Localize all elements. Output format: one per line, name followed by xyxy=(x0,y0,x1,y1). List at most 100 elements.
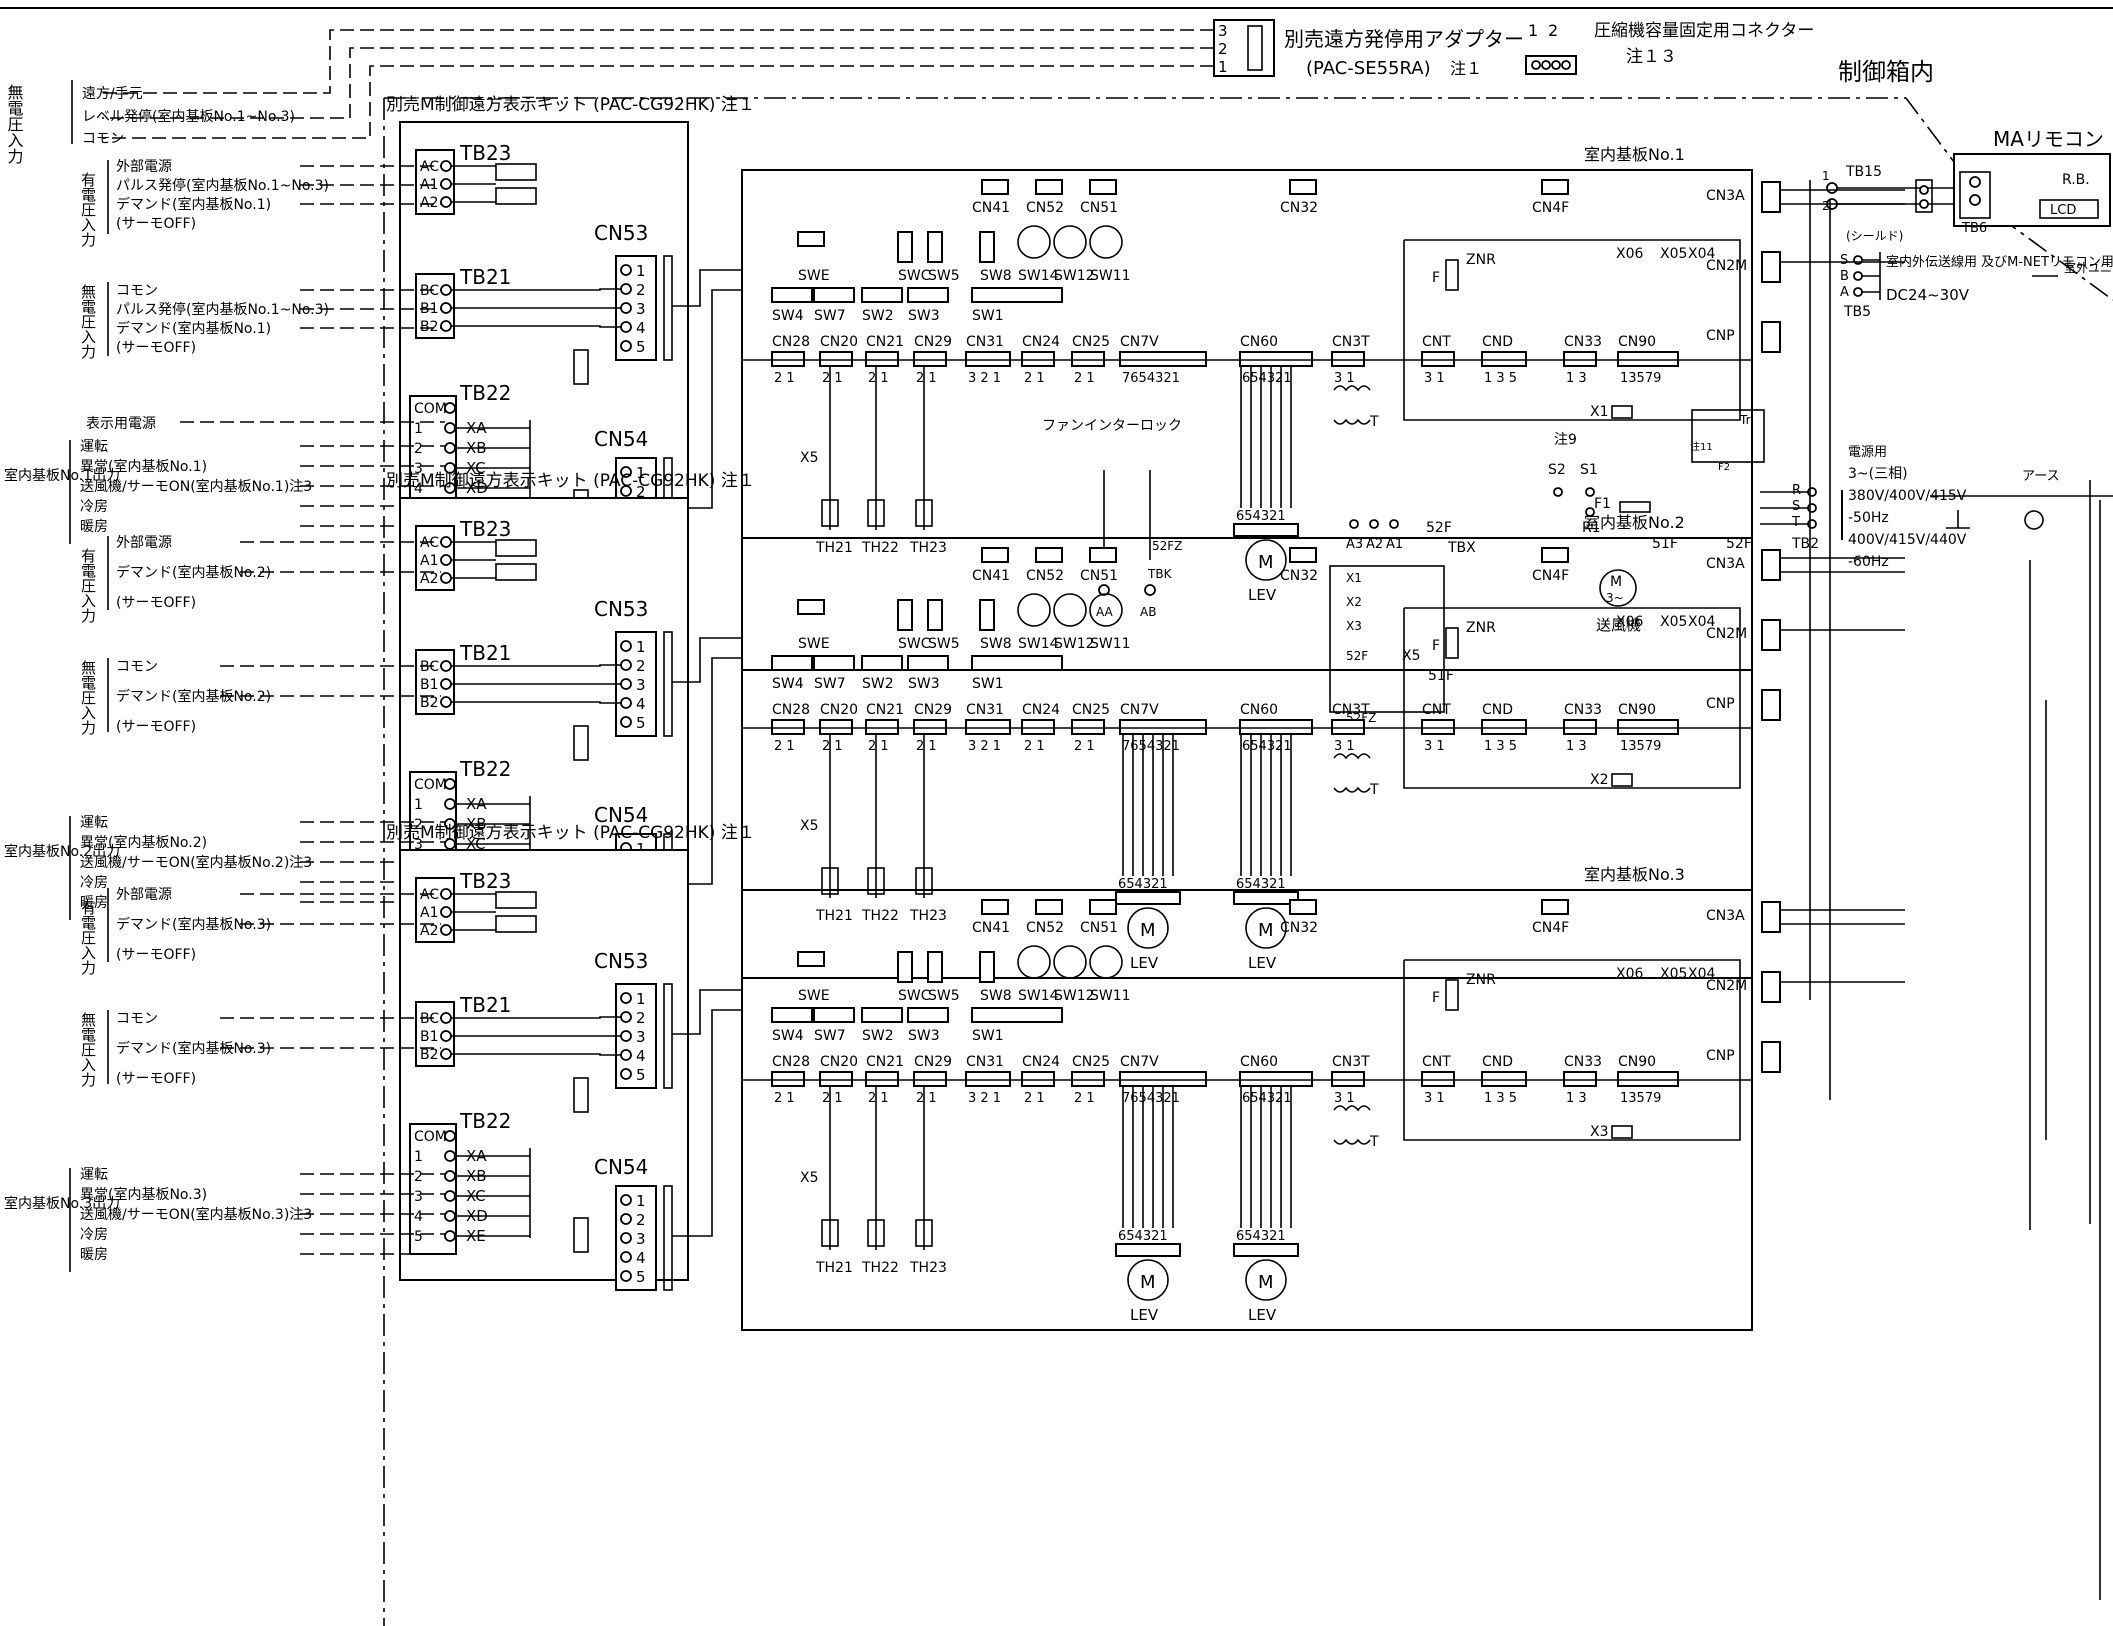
pcb-connector: CN24 xyxy=(1022,702,1060,718)
thermistor-label: TH22 xyxy=(861,908,899,924)
pcb-right-connector: CN3A xyxy=(1706,188,1745,204)
output-item: 冷房 xyxy=(80,499,108,515)
tb21-pin: BC xyxy=(420,659,439,675)
dry-input-item: デマンド(室内基板No.1) xyxy=(116,320,271,337)
cn53-pin: 4 xyxy=(636,695,646,713)
output-item: 運転 xyxy=(80,1167,108,1183)
cn53-pin: 2 xyxy=(636,657,646,675)
pcb-right-connector: CN2M xyxy=(1706,258,1747,274)
tb23-pin: AC xyxy=(420,159,439,175)
cn53-pin: 5 xyxy=(636,338,646,356)
pcb-top-connector: CN52 xyxy=(1026,568,1064,584)
pcb-switch: SW8 xyxy=(980,636,1012,652)
cn53-label: CN53 xyxy=(594,597,648,621)
pcb-connector-pins: 2 1 xyxy=(868,371,889,386)
svg-text:A2: A2 xyxy=(1366,537,1383,552)
thermistor-label: TH22 xyxy=(861,1260,899,1276)
pcb-connector-pins: 2 1 xyxy=(1074,739,1095,754)
pcb-connector: CN7V xyxy=(1120,1054,1159,1070)
pcb-switch: SWE xyxy=(798,988,830,1004)
pcb-switch: SW12 xyxy=(1054,268,1095,284)
svg-text:380V/400V/415V: 380V/400V/415V xyxy=(1848,488,1967,504)
svg-text:3: 3 xyxy=(1218,22,1228,40)
pcb-switch: SW1 xyxy=(972,308,1004,324)
pcb-connector: CN31 xyxy=(966,1054,1004,1070)
output-item: 異常(室内基板No.3) xyxy=(80,1186,207,1203)
tb23-label: TB23 xyxy=(459,141,511,165)
x-relay: X05 xyxy=(1660,614,1687,630)
svg-text:注9: 注9 xyxy=(1554,432,1577,448)
znr-label: ZNR xyxy=(1466,620,1496,636)
svg-text:LCD: LCD xyxy=(2050,203,2076,218)
svg-text:TB6: TB6 xyxy=(1961,221,1987,236)
pcb-connector: CN25 xyxy=(1072,1054,1110,1070)
voltage-input-item: (サーモOFF) xyxy=(116,216,196,232)
pcb-connector: CN29 xyxy=(914,702,952,718)
tb22-pin: 3 xyxy=(414,1189,423,1205)
compressor-connector-note: 注１３ xyxy=(1626,47,1677,67)
pcb-connector: CN60 xyxy=(1240,1054,1278,1070)
cn54-pin: 1 xyxy=(636,1192,646,1210)
svg-text:AB: AB xyxy=(1140,605,1156,619)
cn53-pin: 2 xyxy=(636,1009,646,1027)
dry-input-item: コモン xyxy=(116,283,158,299)
pcb-switch: SW2 xyxy=(862,676,894,692)
cabinet-label: 制御箱内 xyxy=(1838,58,1934,86)
cn53-pin: 3 xyxy=(636,1028,646,1046)
tb22-pin: 5 xyxy=(414,1229,423,1245)
svg-text:X1: X1 xyxy=(1346,571,1362,585)
pcb-connector: CN25 xyxy=(1072,702,1110,718)
pcb-right-connector: CN2M xyxy=(1706,978,1747,994)
pcb-switch: SW14 xyxy=(1018,636,1059,652)
adapter-label: 別売遠方発停用アダプター xyxy=(1284,27,1524,51)
svg-text:X2: X2 xyxy=(1346,595,1362,609)
znr-label: ZNR xyxy=(1466,972,1496,988)
pcb-connector: CN33 xyxy=(1564,702,1602,718)
tb23-label: TB23 xyxy=(459,517,511,541)
tb23-pin: A2 xyxy=(420,571,438,587)
pcb-connector: CN60 xyxy=(1240,702,1278,718)
lev-pins: 654321 xyxy=(1236,509,1286,524)
svg-text:Tr: Tr xyxy=(1739,413,1751,427)
svg-text:B: B xyxy=(1840,269,1849,284)
znr-label: ZNR xyxy=(1466,252,1496,268)
thermistor-label: TH23 xyxy=(909,540,947,556)
cn54-pin: 1 xyxy=(636,464,646,482)
pcb-connector-pins: 7654321 xyxy=(1122,739,1180,754)
cn53-pin: 5 xyxy=(636,1066,646,1084)
pcb-connector: CN3T xyxy=(1332,702,1370,718)
pcb-top-connector: CN41 xyxy=(972,920,1010,936)
pcb-connector: CN33 xyxy=(1564,1054,1602,1070)
output-item: 送風機/サーモON(室内基板No.1)注3 xyxy=(80,478,312,495)
x-relay: X04 xyxy=(1688,966,1715,982)
dry-input-item: (サーモOFF) xyxy=(116,1071,196,1087)
voltage-input-label: 有電圧入力 xyxy=(79,900,97,976)
pcb-connector-pins: 2 1 xyxy=(822,371,843,386)
pcb-connector: CN20 xyxy=(820,1054,858,1070)
svg-text:(シールド): (シールド) xyxy=(1846,229,1903,243)
pcb-switch: SW11 xyxy=(1090,268,1131,284)
dry-input-item: パルス発停(室内基板No.1~No.3) xyxy=(116,301,329,318)
svg-text:アース: アース xyxy=(2022,469,2060,484)
pcb-connector: CN60 xyxy=(1240,334,1278,350)
pcb-connector: CN20 xyxy=(820,334,858,350)
kit-label: 別売M制御遠方表示キット (PAC-CG92HK) 注１ xyxy=(386,823,755,843)
cn53-pin: 4 xyxy=(636,319,646,337)
pcb-switch: SWC xyxy=(898,268,931,284)
pcb-connector: CN31 xyxy=(966,334,1004,350)
pcb-connector-pins: 3 1 xyxy=(1334,1091,1355,1106)
pcb-connector-pins: 2 1 xyxy=(1074,1091,1095,1106)
pcb-top-connector: CN32 xyxy=(1280,920,1318,936)
pcb-connector-pins: 2 1 xyxy=(822,1091,843,1106)
tb21-pin: B2 xyxy=(420,319,439,335)
voltage-input-label: 有電圧入力 xyxy=(79,548,97,624)
pcb-switch: SW4 xyxy=(772,676,804,692)
kit-label: 別売M制御遠方表示キット (PAC-CG92HK) 注１ xyxy=(386,471,755,491)
svg-text:51F: 51F xyxy=(1652,536,1678,552)
pcb-switch: SW11 xyxy=(1090,988,1131,1004)
cabinet-boundary xyxy=(384,97,2113,301)
svg-text:遠方/手元: 遠方/手元 xyxy=(82,86,143,102)
voltage-input-item: 外部電源 xyxy=(116,159,172,175)
pcb-connector: CN29 xyxy=(914,1054,952,1070)
